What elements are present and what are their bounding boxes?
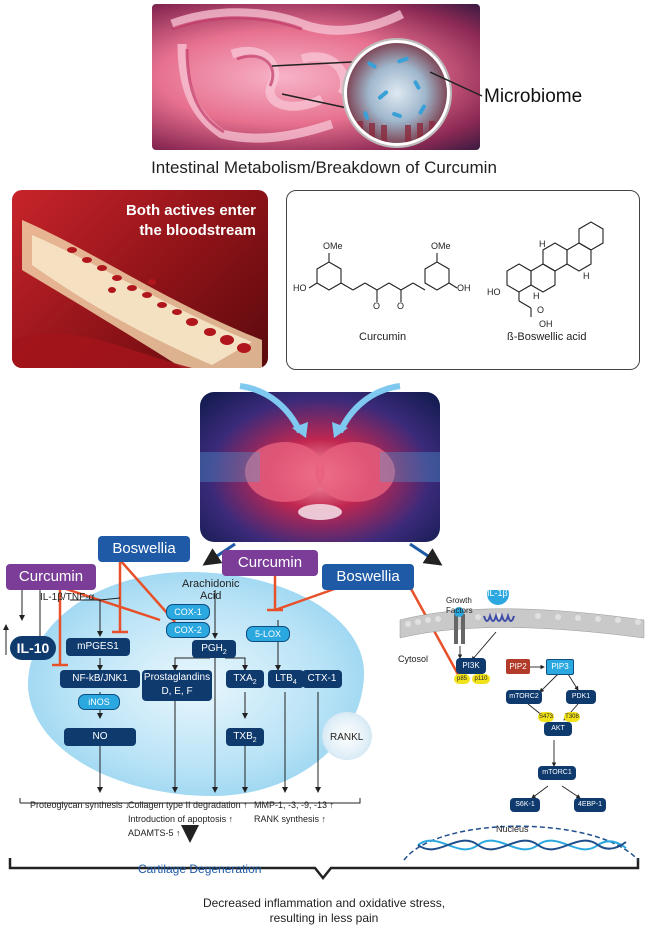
txb2-node: TXB2 (226, 728, 264, 746)
ho-label-1: HO (293, 283, 307, 293)
microbiome-pointer (430, 71, 483, 97)
il1-tnf-label: IL-1β/TNF-α (40, 592, 95, 603)
h-label-3: H (533, 291, 540, 301)
p110-node: p110 (472, 674, 490, 684)
txa2-sub: 2 (252, 679, 257, 686)
bloodstream-text-line2: the bloodstream (139, 222, 256, 239)
ho-label-2: HO (487, 287, 501, 297)
4ebp1-node: 4EBP-1 (574, 798, 606, 812)
pgh2-sub: 2 (222, 649, 227, 656)
akt-node: AKT (544, 722, 572, 736)
mtorc2-node: mTORC2 (506, 690, 542, 704)
outcome-proteoglycan: Proteoglycan synthesis ↓ (30, 800, 130, 810)
intestine-graphic (170, 8, 405, 143)
growth-factors-label-1: Growth (446, 596, 472, 605)
cox1-node: COX-1 (166, 604, 210, 620)
outcome-apoptosis: Introduction of apoptosis ↑ (128, 814, 234, 824)
joint-graphic (200, 442, 440, 520)
ltb4-label: LTB (275, 673, 293, 684)
cytosol-label: Cytosol (398, 654, 429, 664)
arachidonic-label: Arachidonic (182, 578, 240, 590)
txa2-node: TXA2 (226, 670, 264, 688)
final-statement-line1: Decreased inflammation and oxidative str… (202, 896, 446, 910)
prostaglandins-node: Prostaglandins D, E, F (142, 670, 212, 701)
nfkb-node: NF-kB/JNK1 (60, 670, 140, 688)
outcome-rank: RANK synthesis ↑ (254, 814, 327, 824)
chemical-structures-panel: OMe OMe HO OH O O HO O OH H H H Curcumin… (286, 190, 640, 370)
pip3-node: PIP3 (546, 659, 574, 675)
acid-label: Acid (200, 590, 222, 602)
rankl-label: RANKL (330, 732, 364, 743)
joint-illustration (200, 392, 440, 542)
curcumin-box-left: Curcumin (6, 564, 96, 590)
o-label-1: O (373, 301, 381, 311)
microbiome-label: Microbiome (484, 86, 583, 107)
growth-factors-label-2: Factors (446, 606, 473, 615)
oh-label-1: OH (457, 283, 471, 293)
rankl-bubble (322, 712, 372, 760)
joint-arrows (239, 383, 401, 438)
bloodstream-text-line1: Both actives enter (125, 202, 256, 219)
pdk1-node: PDK1 (566, 690, 596, 704)
final-statement-line2: resulting in less pain (269, 911, 379, 925)
structures-graphic (308, 221, 604, 317)
lox5-node: 5-LOX (246, 626, 290, 642)
outcome-mmp: MMP-1, -3, -9, -13 ↑ (254, 800, 335, 810)
nucleus-label: Nucleus (496, 824, 529, 834)
ctx1-node: CTX-1 (302, 670, 342, 688)
s473-node: S473 (538, 712, 554, 722)
curcumin-structure-label: Curcumin (359, 331, 407, 343)
cartilage-degeneration-label: Cartilage Degeneration (138, 862, 262, 876)
oh-label-2: OH (539, 319, 553, 329)
cox2-node: COX-2 (166, 622, 210, 638)
prostaglandins-types: D, E, F (161, 686, 193, 697)
h-label-1: H (539, 239, 546, 249)
txb2-label: TXB (233, 731, 253, 742)
curcumin-box-mid: Curcumin (222, 550, 318, 576)
ome-label-2: OMe (431, 241, 451, 251)
txb2-sub: 2 (252, 737, 257, 744)
o-label-2: O (397, 301, 405, 311)
t308-node: T308 (564, 712, 580, 722)
boswellia-box-right: Boswellia (322, 564, 414, 590)
intestine-caption: Intestinal Metabolism/Breakdown of Curcu… (151, 158, 497, 177)
il10-node: IL-10 (10, 636, 56, 660)
txa2-label: TXA (233, 673, 253, 684)
mpges1-node: mPGES1 (66, 638, 130, 656)
boswellia-box-left: Boswellia (98, 536, 190, 562)
ltb4-sub: 4 (292, 679, 297, 686)
pip2-node: PIP2 (506, 659, 530, 674)
ltb4-node: LTB4 (268, 670, 304, 688)
blood-vessel-graphic (12, 220, 262, 368)
outcome-adamts: ADAMTS-5 ↑ (128, 828, 181, 838)
cell-signaling-graphic (399, 590, 645, 861)
mtorc1-node: mTORC1 (538, 766, 576, 780)
boswellic-structure-label: ß-Boswellic acid (507, 331, 587, 343)
bloodstream-panel: Both actives enter the bloodstream (12, 190, 268, 368)
pathway-connectors (2, 542, 640, 881)
o-label-3: O (537, 305, 545, 315)
il1b-receptor-label: IL-1β (487, 588, 508, 598)
pgh2-node: PGH2 (192, 640, 236, 658)
outcome-collagen: Collagen type II degradation ↑ (128, 800, 248, 810)
s6k1-node: S6K-1 (510, 798, 540, 812)
h-label-2: H (583, 271, 590, 281)
inos-node: iNOS (78, 694, 120, 710)
microbiome-zoom-circle (344, 40, 450, 146)
pgh2-label: PGH (201, 643, 223, 654)
ome-label-1: OMe (323, 241, 343, 251)
pi3k-node: PI3K (456, 658, 486, 674)
p85-node: p85 (454, 674, 470, 684)
prostaglandins-label: Prostaglandins (143, 672, 211, 683)
no-node: NO (64, 728, 136, 746)
